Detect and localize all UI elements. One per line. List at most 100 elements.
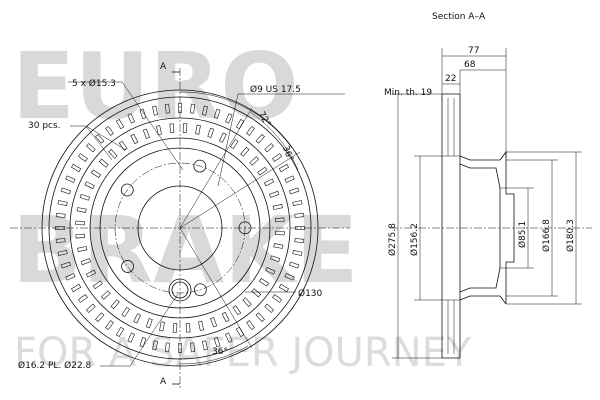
vent-slot bbox=[169, 123, 175, 134]
vent-slot bbox=[270, 255, 281, 263]
vent-slot bbox=[76, 207, 87, 213]
vent-slot bbox=[246, 320, 255, 331]
friction-inner-edge bbox=[89, 137, 271, 319]
vent-slot bbox=[152, 340, 158, 351]
vent-slot bbox=[172, 323, 178, 333]
watermark-tagline: FOR A SAFER JOURNEY bbox=[14, 330, 472, 376]
vent-slot bbox=[225, 113, 233, 124]
section-title: Section A–A bbox=[432, 12, 486, 22]
vent-slot bbox=[105, 320, 114, 331]
disc-thickness-label: 22 bbox=[445, 74, 456, 84]
vent-slot bbox=[202, 340, 208, 351]
vent-slot bbox=[65, 175, 76, 183]
hat-edge bbox=[99, 147, 261, 309]
section-mark-top: A bbox=[160, 62, 167, 72]
vent-slot bbox=[156, 125, 162, 136]
vent-slot bbox=[294, 212, 305, 218]
vent-slot bbox=[207, 127, 215, 138]
bolt-hole bbox=[238, 221, 252, 235]
vent-slot bbox=[230, 138, 239, 150]
vent-slot bbox=[127, 113, 135, 124]
pin-hole bbox=[171, 281, 189, 299]
vent-slot bbox=[77, 153, 88, 162]
vent-slot bbox=[235, 326, 245, 337]
vent-slot bbox=[57, 250, 68, 256]
vent-slot bbox=[294, 238, 305, 244]
vent-slot bbox=[213, 108, 221, 119]
min-thickness-label: Min. th. 19 bbox=[384, 88, 432, 98]
bolt-hole bbox=[121, 260, 134, 273]
vent-slot bbox=[95, 133, 105, 144]
vent-slot bbox=[178, 103, 183, 113]
vent-slot bbox=[75, 220, 85, 226]
vent-slot bbox=[71, 283, 82, 293]
vent-slot bbox=[249, 156, 259, 166]
vent-slot bbox=[272, 153, 283, 162]
vent-slot bbox=[133, 313, 141, 324]
vent-slot bbox=[257, 166, 268, 176]
bolt-holes bbox=[120, 159, 252, 297]
vent-slot bbox=[118, 140, 128, 151]
vent-slot bbox=[225, 332, 233, 343]
vent-slot bbox=[75, 233, 86, 239]
vent-slot bbox=[284, 273, 295, 281]
pin-hole-label: Ø16.2 PL. Ø22.8 bbox=[18, 360, 92, 371]
angle-36-bottom-label: 36° bbox=[212, 347, 228, 357]
vent-slot bbox=[278, 163, 289, 173]
vent-slot bbox=[71, 163, 82, 173]
vent-slot bbox=[130, 133, 139, 145]
vent-slot bbox=[98, 158, 109, 168]
vent-slot bbox=[90, 169, 102, 178]
vent-slot bbox=[55, 226, 65, 231]
vent-slot bbox=[177, 343, 182, 353]
vent-slot bbox=[242, 297, 252, 307]
angle-ray-3 bbox=[179, 227, 253, 349]
vent-ring-middle bbox=[69, 117, 291, 339]
center-bore bbox=[137, 185, 223, 271]
bolt-hole bbox=[120, 183, 134, 197]
watermark: EURO BRAKE FOR A SAFER JOURNEY bbox=[12, 33, 472, 376]
vent-slot bbox=[185, 322, 191, 333]
vent-slot bbox=[164, 103, 170, 114]
vent-slot bbox=[275, 230, 285, 236]
vent-slot bbox=[85, 143, 96, 153]
vent-slot bbox=[139, 108, 147, 119]
vent-slot bbox=[85, 303, 96, 313]
hat-depth-label: 68 bbox=[464, 60, 476, 70]
vent-slot bbox=[221, 311, 230, 323]
hat-top-profile bbox=[459, 150, 507, 161]
vent-slot bbox=[263, 178, 275, 187]
vent-slot bbox=[142, 128, 150, 139]
watermark-brand-bottom: BRAKE bbox=[12, 197, 358, 304]
vent-slot bbox=[265, 267, 276, 275]
vent-slot bbox=[121, 306, 130, 318]
hat-outer-label: Ø166.8 bbox=[541, 219, 552, 252]
vent-slot bbox=[195, 124, 201, 135]
vent-slot bbox=[246, 125, 255, 136]
leader-bolt-holes bbox=[68, 81, 184, 171]
vent-slot bbox=[292, 250, 303, 256]
vent-slot bbox=[255, 312, 265, 323]
angle-arc-36 bbox=[249, 111, 299, 171]
disc-outer-edge bbox=[41, 89, 319, 367]
vent-slot bbox=[213, 337, 221, 348]
vent-slot bbox=[92, 280, 103, 290]
vent-slot bbox=[77, 246, 88, 252]
angle-ray-2 bbox=[179, 107, 253, 229]
vent-slot bbox=[284, 175, 295, 183]
bolt-hole bbox=[193, 283, 207, 297]
vent-slot bbox=[85, 269, 97, 278]
leader-vents-2 bbox=[85, 125, 127, 151]
pin-hole-counterbore bbox=[168, 278, 192, 302]
vent-slot bbox=[57, 200, 68, 206]
bolt-hole bbox=[193, 159, 207, 173]
vent-slot bbox=[251, 288, 262, 298]
vent-slot bbox=[295, 225, 305, 230]
angle-ray-1 bbox=[179, 151, 301, 229]
vent-slot bbox=[274, 217, 285, 223]
vent-slot bbox=[182, 123, 188, 133]
vent-slot bbox=[219, 132, 227, 143]
pitch-circle bbox=[114, 162, 246, 294]
